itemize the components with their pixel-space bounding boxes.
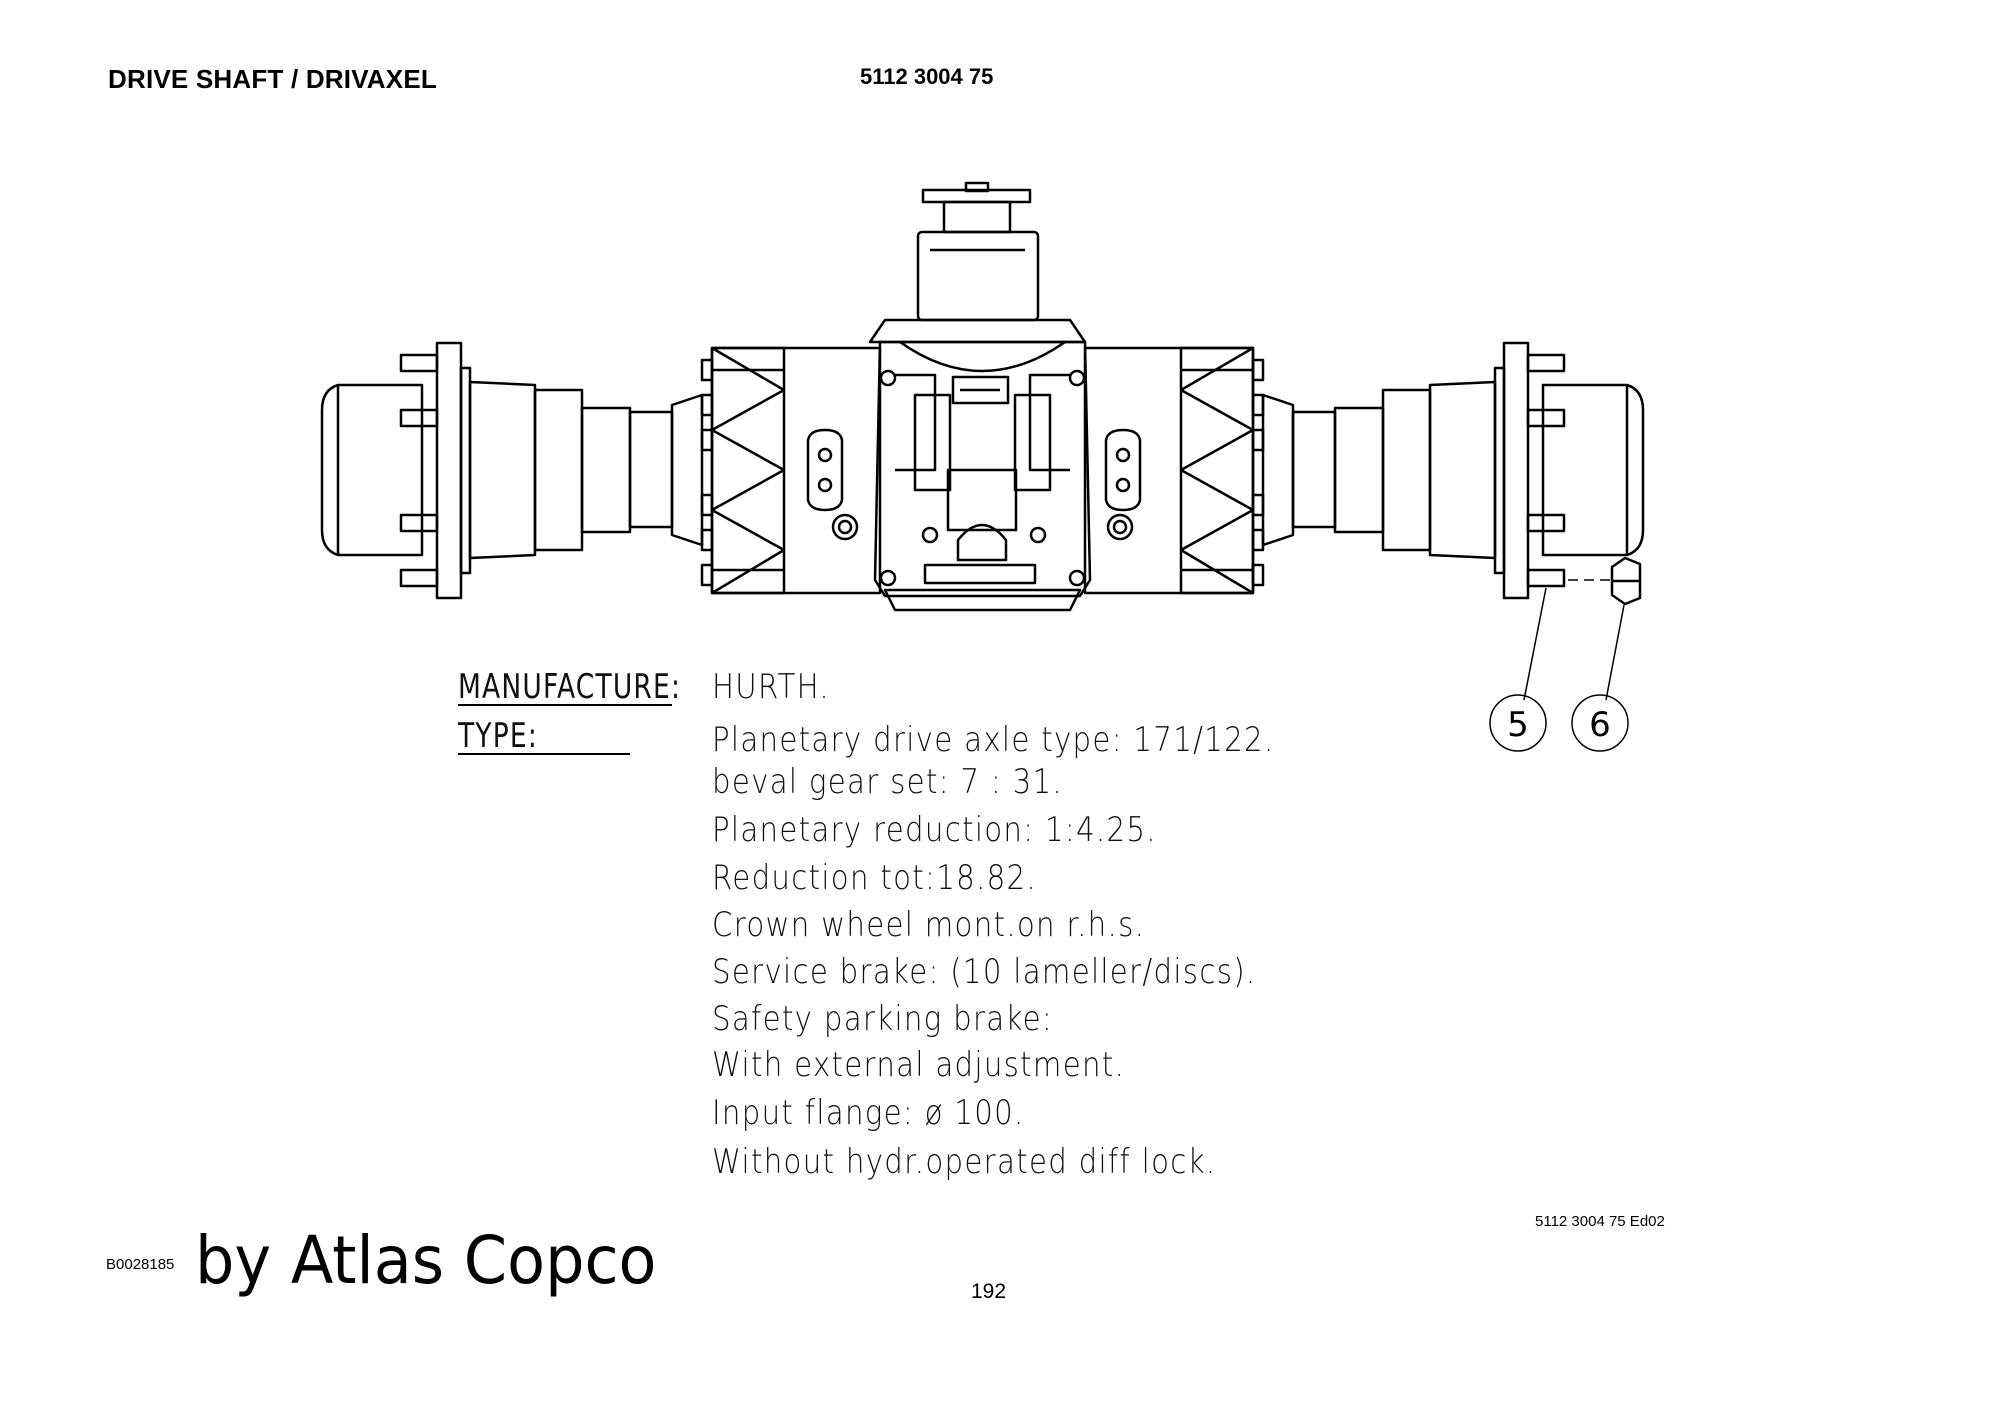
spec-line: beval gear set: 7 : 31. bbox=[712, 762, 1064, 802]
input-flange bbox=[868, 181, 1087, 344]
center-housing bbox=[873, 340, 1092, 612]
spec-line: Reduction tot:18.82. bbox=[712, 858, 1037, 898]
spec-line: Planetary reduction: 1:4.25. bbox=[712, 810, 1157, 850]
spec-line: Without hydr.operated diff lock. bbox=[712, 1142, 1217, 1182]
spec-line: Planetary drive axle type: 171/122. bbox=[712, 720, 1275, 760]
document-id: B0028185 bbox=[106, 1256, 175, 1273]
spec-line: With external adjustment. bbox=[712, 1045, 1126, 1085]
brand-text: by Atlas Copco bbox=[195, 1222, 657, 1299]
spec-line: Service brake: (10 lameller/discs). bbox=[712, 952, 1257, 992]
callout-6: 6 bbox=[1589, 705, 1611, 745]
spec-line: Safety parking brake: bbox=[712, 999, 1054, 1039]
right-axle bbox=[1261, 341, 1645, 600]
right-housing bbox=[1083, 346, 1265, 595]
wheel-nut bbox=[1610, 556, 1642, 606]
spec-line: Crown wheel mont.on r.h.s. bbox=[712, 905, 1146, 945]
left-axle bbox=[320, 341, 704, 600]
manufacture-label: MANUFACTURE: bbox=[458, 667, 682, 707]
part-number: 5112 3004 75 bbox=[860, 64, 994, 89]
drawing-reference: 5112 3004 75 Ed02 bbox=[1535, 1213, 1665, 1230]
page-number: 192 bbox=[971, 1280, 1007, 1303]
left-housing bbox=[700, 346, 882, 595]
type-label: TYPE: bbox=[458, 716, 538, 756]
callout-5: 5 bbox=[1507, 705, 1529, 745]
spec-line: Input flange: ø 100. bbox=[712, 1093, 1025, 1133]
manufacture-value: HURTH. bbox=[712, 667, 830, 707]
page-title: DRIVE SHAFT / DRIVAXEL bbox=[108, 64, 437, 94]
